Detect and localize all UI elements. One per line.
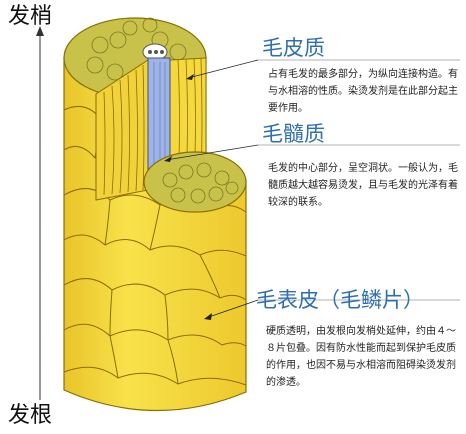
cortex-title: 毛皮质 <box>262 36 325 60</box>
root-label: 发根 <box>8 403 53 428</box>
heading-underlines <box>258 59 460 301</box>
medulla-description: 毛发的中心部分，呈空洞状。一般认为，毛髓质越大越容易烫发，且与毛发的光泽有着较深… <box>268 163 458 208</box>
middle-cross-section <box>143 151 247 213</box>
leader-lines <box>164 59 259 320</box>
cuticle-title: 毛表皮（毛鳞片） <box>256 288 424 312</box>
tip-label: 发梢 <box>8 4 53 29</box>
cortex-description: 占有毛发的最多部分，为纵向连接构造。有与水相溶的性质。染烫发剂是在此部分起主要作… <box>268 69 458 114</box>
medulla-title: 毛髓质 <box>262 122 325 146</box>
cuticle-description: 硬质透明，由发根向发梢处延伸，约由４～８片包叠。因有防水性能而起到保护毛皮质的作… <box>266 326 456 388</box>
direction-arrow <box>36 26 44 400</box>
